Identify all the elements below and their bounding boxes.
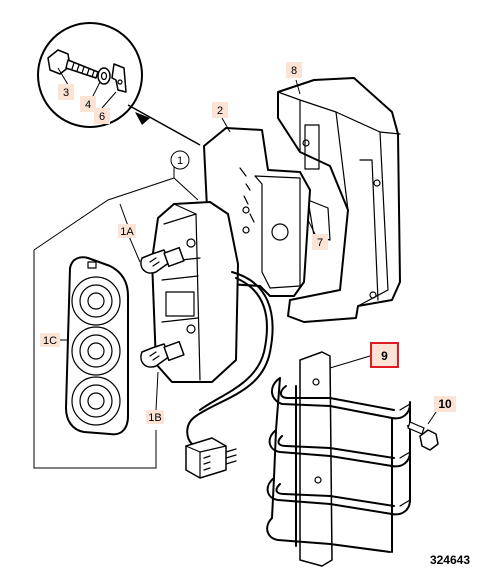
callout-7-text: 7 [317, 237, 323, 249]
wire-guard-9 [266, 351, 411, 567]
callout-1-text: 1 [177, 155, 183, 167]
callout-1[interactable]: 1 [170, 150, 190, 170]
callout-1b[interactable]: 1B [146, 410, 164, 424]
callout-7[interactable]: 7 [312, 234, 328, 250]
lamp-body [151, 201, 239, 383]
fastener-detail [37, 22, 201, 146]
callout-2-text: 2 [217, 105, 223, 117]
diagram-reference-number: 324643 [430, 553, 470, 567]
callout-1a-text: 1A [120, 226, 134, 238]
callout-1-bracket [33, 166, 199, 469]
callout-2[interactable]: 2 [212, 102, 228, 118]
callout-10[interactable]: 10 [434, 396, 456, 412]
callout-3[interactable]: 3 [58, 84, 74, 100]
callout-4-text: 4 [85, 99, 91, 111]
callout-3-text: 3 [63, 87, 69, 99]
callout-1b-text: 1B [148, 412, 161, 424]
rear-housing [277, 77, 401, 323]
callout-10-text: 10 [438, 397, 452, 411]
clip-nut [111, 63, 127, 93]
callout-1c-text: 1C [43, 335, 57, 347]
callout-1a[interactable]: 1A [118, 224, 136, 238]
callout-8[interactable]: 8 [286, 62, 302, 78]
washer [97, 67, 111, 85]
callout-1c[interactable]: 1C [40, 333, 60, 347]
pointer-arrow [135, 112, 150, 125]
wire-connector [185, 437, 227, 479]
callout-6[interactable]: 6 [94, 108, 110, 124]
callout-9-text: 9 [381, 349, 388, 363]
callout-9-highlighted[interactable]: 9 [370, 342, 399, 368]
callout-leaders [57, 67, 441, 425]
callout-6-text: 6 [99, 111, 105, 123]
bulb-1a [140, 246, 185, 274]
lens-1c [65, 256, 129, 436]
bulb-1b [140, 340, 185, 368]
callout-8-text: 8 [291, 65, 297, 77]
bolt-10 [407, 421, 439, 451]
callout-4[interactable]: 4 [80, 96, 96, 112]
wiring-harness [185, 271, 274, 479]
